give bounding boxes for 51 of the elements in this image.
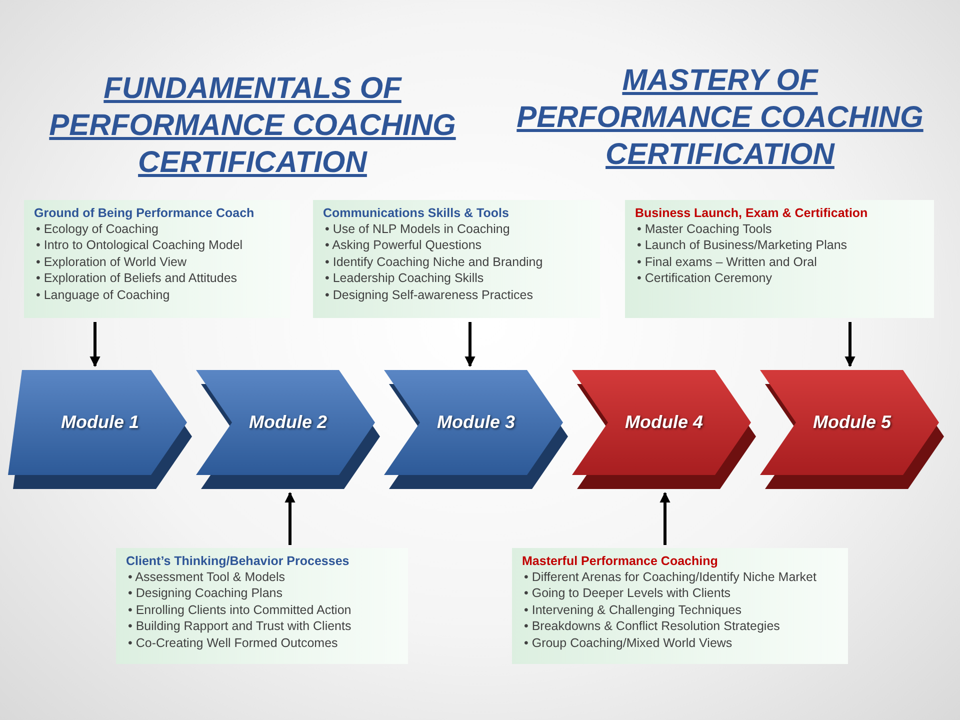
module-label: Module 1 bbox=[60, 412, 139, 433]
bullet-item: • Asking Powerful Questions bbox=[325, 237, 482, 254]
bullet-item: • Final exams – Written and Oral bbox=[637, 254, 817, 270]
card-heading: Ground of Being Performance Coach bbox=[34, 205, 256, 221]
bullet-item: • Exploration of World View bbox=[36, 254, 187, 270]
bullet-item: • Use of NLP Models in Coaching bbox=[325, 221, 510, 238]
topic-card bbox=[24, 200, 290, 318]
bullet-item: • Leadership Coaching Skills bbox=[325, 270, 484, 287]
bullet-item: • Breakdowns & Conflict Resolution Strategies bbox=[524, 618, 780, 635]
module-label: Module 5 bbox=[812, 412, 891, 433]
chevron-step bbox=[760, 370, 944, 490]
module-label: Module 3 bbox=[436, 412, 515, 433]
topic-card bbox=[625, 200, 934, 318]
arrow bbox=[844, 322, 856, 368]
chevron-step bbox=[384, 370, 568, 490]
section-heading: FUNDAMENTALS OF PERFORMANCE COACHING CERTIFICATION bbox=[48, 71, 457, 181]
bullet-item: • Assessment Tool & Models bbox=[128, 569, 285, 586]
topic-card bbox=[313, 200, 600, 318]
module-label: Module 4 bbox=[624, 412, 703, 433]
bullet-item: • Master Coaching Tools bbox=[637, 221, 772, 238]
topic-card bbox=[116, 548, 408, 664]
chevron-step bbox=[572, 370, 756, 490]
topic-card bbox=[512, 548, 848, 664]
arrow bbox=[660, 492, 670, 545]
bullet-item: • Designing Self-awareness Practices bbox=[325, 286, 533, 304]
bullet-item: • Identify Coaching Niche and Branding bbox=[325, 254, 543, 270]
card-heading: Client’s Thinking/Behavior Processes bbox=[126, 553, 350, 569]
bullet-item: • Group Coaching/Mixed World Views bbox=[524, 634, 732, 652]
bullet-item: • Ecology of Coaching bbox=[36, 221, 159, 238]
bullet-item: • Certification Ceremony bbox=[637, 270, 772, 287]
arrow bbox=[464, 322, 476, 368]
bullet-item: • Intro to Ontological Coaching Model bbox=[36, 237, 243, 254]
card-heading: Business Launch, Exam & Certification bbox=[635, 205, 869, 221]
section-heading: MASTERY OF PERFORMANCE COACHING CERTIFICATION bbox=[516, 63, 924, 173]
bullet-item: • Different Arenas for Coaching/Identify Niche Market bbox=[524, 569, 816, 586]
bullet-item: • Enrolling Clients into Committed Action bbox=[128, 602, 352, 618]
bullet-item: • Language of Coaching bbox=[36, 286, 170, 304]
card-heading: Communications Skills & Tools bbox=[323, 205, 510, 221]
card-heading: Masterful Performance Coaching bbox=[522, 553, 719, 569]
bullet-item: • Launch of Business/Marketing Plans bbox=[637, 237, 848, 254]
bullet-item: • Building Rapport and Trust with Clients bbox=[128, 618, 352, 635]
bullet-item: • Exploration of Beliefs and Attitudes bbox=[36, 270, 238, 287]
bullet-item: • Designing Coaching Plans bbox=[128, 585, 282, 602]
bullet-item: • Going to Deeper Levels with Clients bbox=[524, 585, 731, 602]
chevron-step bbox=[8, 370, 192, 490]
bullet-item: • Co-Creating Well Formed Outcomes bbox=[128, 634, 338, 652]
bullet-item: • Intervening & Challenging Techniques bbox=[524, 602, 742, 618]
arrow bbox=[284, 492, 296, 545]
chevron-step bbox=[196, 370, 380, 490]
arrow bbox=[90, 322, 100, 368]
module-label: Module 2 bbox=[248, 412, 327, 433]
